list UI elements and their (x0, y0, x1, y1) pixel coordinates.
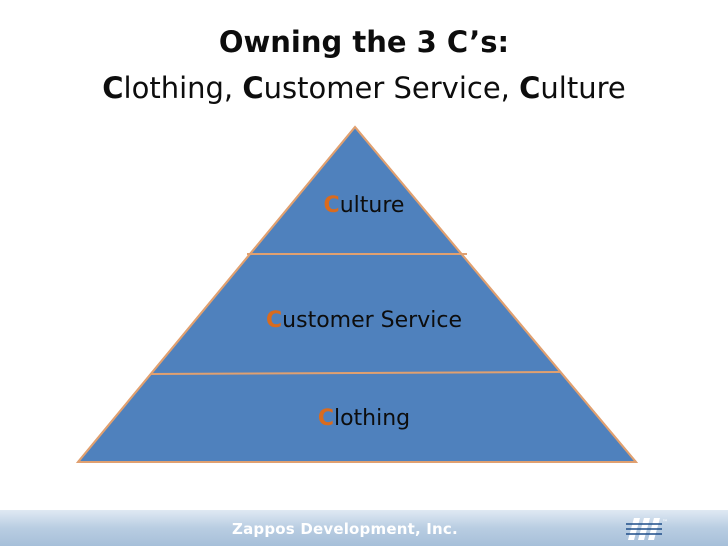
pyramid-level-clothing: Clothing (0, 406, 728, 431)
pyramid-edge-left (77, 126, 356, 463)
level-initial-customer-service: C (266, 308, 283, 333)
footer-bar: Zappos Development, Inc. ™ (0, 510, 728, 546)
level-initial-clothing: C (317, 406, 334, 431)
title-rest-customer-service: ustomer Service, (263, 71, 520, 105)
level-label-customer-service: ustomer Service (282, 308, 462, 333)
title-initial-customer-service: C (242, 71, 264, 105)
pyramid-divider-middle (149, 371, 561, 375)
title-rest-culture: ulture (540, 71, 626, 105)
title-initial-clothing: C (102, 71, 124, 105)
slide-title: Owning the 3 C’s: Clothing, Customer Ser… (0, 22, 728, 108)
level-label-clothing: lothing (333, 406, 411, 431)
level-initial-culture: C (323, 193, 340, 218)
company-name: Zappos Development, Inc. (232, 520, 458, 538)
title-initial-culture: C (519, 71, 541, 105)
pyramid-level-customer-service: Customer Service (0, 308, 728, 333)
title-line-2: Clothing, Customer Service, Culture (0, 68, 728, 108)
pyramid-level-culture: Culture (0, 193, 728, 218)
level-label-culture: ulture (339, 193, 405, 218)
svg-text:™: ™ (662, 519, 668, 526)
pyramid-edge-right (354, 126, 637, 463)
title-rest-clothing: lothing, (123, 71, 243, 105)
title-line-1: Owning the 3 C’s: (218, 25, 510, 59)
zappos-logo-icon: ™ (626, 518, 668, 540)
